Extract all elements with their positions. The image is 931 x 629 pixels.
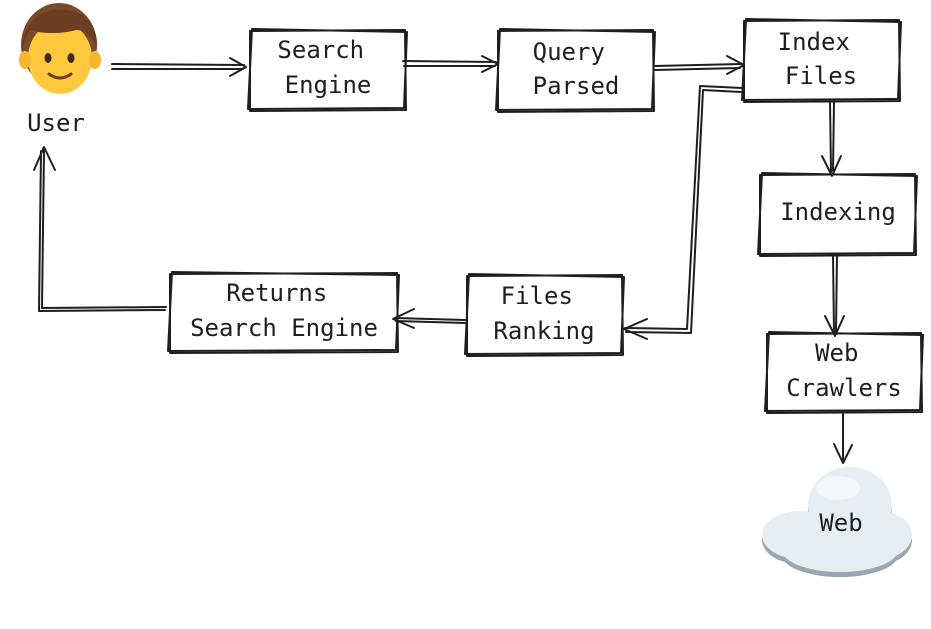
node-user-line-1: User [27,109,85,137]
node-index-files: Index Files [741,18,902,103]
node-web-crawlers-line-2: Crawlers [786,374,902,402]
node-files-ranking-label: Files Ranking [493,282,594,345]
node-query-parsed: Query Parsed [495,28,656,113]
man-emoji-icon [19,3,101,94]
node-user: User [19,3,101,137]
node-indexing-label: Indexing [780,198,896,226]
edge-index-files-to-indexing [821,101,842,177]
node-web-crawlers-line-1: Web [815,339,858,367]
node-web: Web [762,467,912,577]
node-web-label: Web [819,509,862,537]
edge-files-ranking-to-returns [392,308,466,329]
node-files-ranking-line-2: Ranking [493,317,594,345]
node-web-crawlers: Web Crawlers [764,331,924,414]
node-files-ranking-line-1: Files [501,282,573,310]
node-search-engine-line-1: Search [277,36,364,64]
edge-web-crawlers-to-web [833,413,853,464]
node-index-files-line-1: Index [778,28,850,56]
node-search-engine: Search Engine [247,28,408,112]
node-index-files-line-2: Files [785,62,857,90]
node-files-ranking: Files Ranking [464,273,625,357]
node-search-engine-line-2: Engine [285,71,372,99]
edges [33,55,853,464]
node-query-parsed-line-1: Query [533,38,605,66]
node-user-label: User [27,109,85,137]
edge-index-files-to-files-ranking [623,85,743,340]
node-returns-search-engine-line-1: Returns [226,279,327,307]
edge-indexing-to-web-crawlers [824,254,845,337]
edge-returns-to-user [33,146,167,312]
edge-user-to-search-engine [111,57,247,77]
edge-query-parsed-to-index-files [654,55,745,75]
node-query-parsed-line-2: Parsed [533,72,620,100]
node-indexing: Indexing [757,172,918,257]
node-web-crawlers-label: Web Crawlers [786,339,902,402]
node-returns-search-engine: Returns Search Engine [167,271,400,354]
node-query-parsed-label: Query Parsed [533,38,620,100]
node-indexing-line-1: Indexing [780,198,896,226]
cloud-icon [762,467,912,577]
edge-search-engine-to-query-parsed [402,55,499,73]
node-web-line-1: Web [819,509,862,537]
node-index-files-label: Index Files [778,28,865,90]
node-returns-search-engine-label: Returns Search Engine [190,279,378,342]
node-returns-search-engine-line-2: Search Engine [190,314,378,342]
node-search-engine-label: Search Engine [277,36,378,99]
